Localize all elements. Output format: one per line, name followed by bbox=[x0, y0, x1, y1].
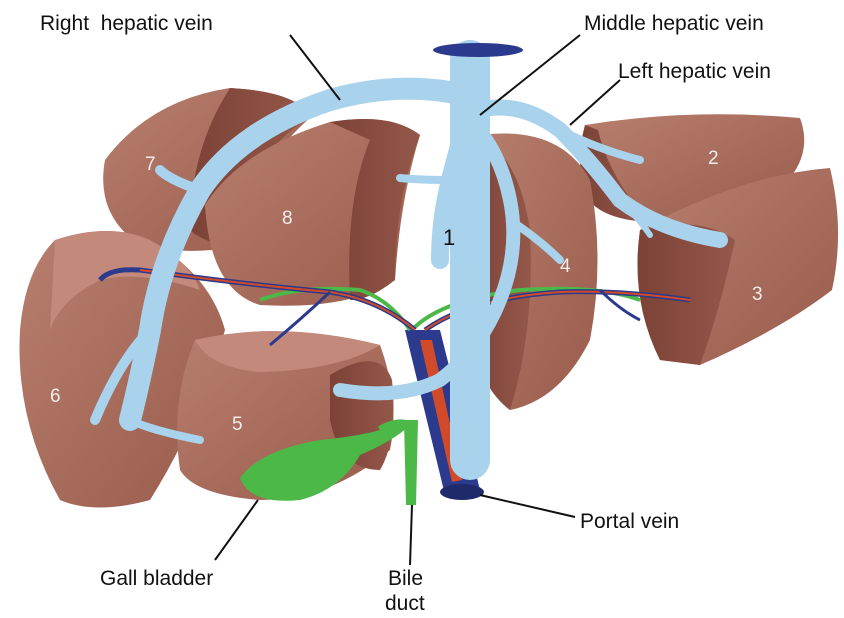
segment-number-3: 3 bbox=[752, 284, 763, 305]
leader-right-hepatic-vein bbox=[290, 35, 340, 100]
segment-number-1: 1 bbox=[443, 225, 455, 250]
label-portal-vein: Portal vein bbox=[580, 510, 679, 533]
label-right-hepatic-vein: Right hepatic vein bbox=[40, 12, 213, 35]
segment-number-6: 6 bbox=[50, 386, 61, 407]
leader-bile-duct bbox=[410, 505, 412, 565]
leader-gall-bladder bbox=[215, 500, 258, 560]
ivc-top bbox=[433, 43, 523, 57]
segment-number-2: 2 bbox=[708, 148, 719, 169]
label-left-hepatic-vein: Left hepatic vein bbox=[618, 60, 771, 83]
segment-number-7: 7 bbox=[145, 154, 156, 175]
label-middle-hepatic-vein: Middle hepatic vein bbox=[584, 12, 764, 35]
label-gall-bladder: Gall bladder bbox=[100, 567, 213, 590]
segment-number-4: 4 bbox=[560, 256, 571, 277]
leader-portal-vein bbox=[480, 495, 575, 517]
leader-left-hepatic-vein bbox=[570, 80, 620, 125]
segment-number-8: 8 bbox=[282, 208, 293, 229]
segment-number-5: 5 bbox=[232, 414, 243, 435]
label-bile-duct-line1: Bile bbox=[388, 567, 423, 590]
label-bile-duct-line2: duct bbox=[385, 592, 425, 615]
